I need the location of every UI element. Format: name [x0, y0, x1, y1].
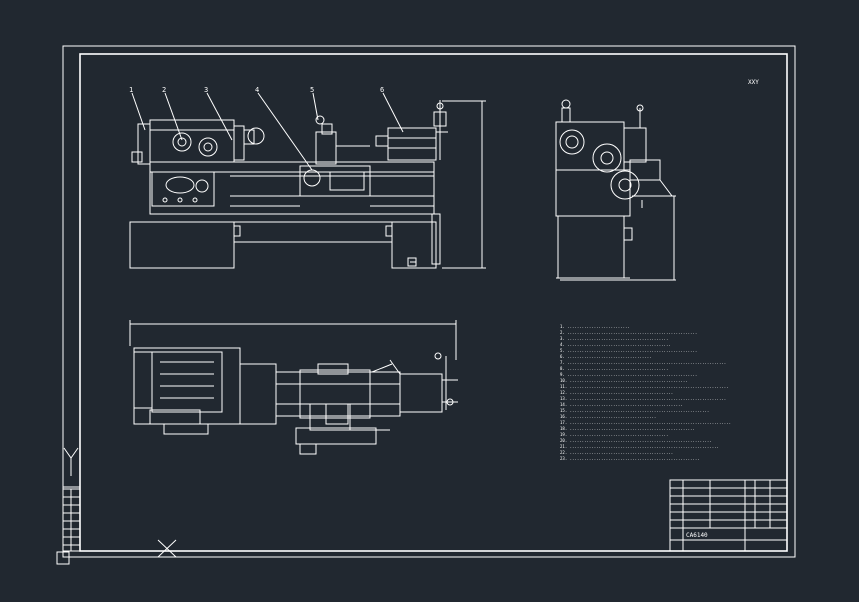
technical-note-line: 3. .....................................… [560, 336, 668, 341]
technical-note-line: 4. .....................................… [560, 342, 671, 347]
technical-note-line: 14. ....................................… [560, 402, 683, 407]
left-edge-strip [56, 447, 81, 565]
callout-5: 5 [310, 86, 314, 94]
technical-note-line: 21. ....................................… [560, 444, 719, 449]
technical-note-line: 12. ....................................… [560, 390, 673, 395]
corner-mark: XXY [748, 79, 759, 86]
technical-note-line: 2. .....................................… [560, 330, 697, 335]
technical-note-line: 11. ....................................… [560, 384, 729, 389]
callout-6: 6 [380, 86, 384, 94]
technical-note-line: 10. ....................................… [560, 378, 688, 383]
technical-notes: 1. ..........................2. ........… [560, 324, 731, 461]
technical-note-line: 5. .....................................… [560, 348, 697, 353]
technical-note-line: 13. ....................................… [560, 396, 726, 401]
callout-1: 1 [129, 86, 133, 94]
technical-note-line: 18. ....................................… [560, 426, 695, 431]
technical-note-line: 9. .....................................… [560, 372, 697, 377]
technical-note-line: 22. ....................................… [560, 450, 673, 455]
callout-leaders [131, 92, 404, 171]
technical-note-line: 6. ................................... [560, 354, 652, 359]
callout-4: 4 [255, 86, 259, 94]
sheet-outer-border [62, 45, 796, 558]
technical-note-line: 8. .....................................… [560, 366, 668, 371]
callout-3: 3 [204, 86, 208, 94]
technical-note-line: 19. ....................................… [560, 432, 668, 437]
sheet-inner-border [79, 53, 788, 552]
technical-note-line: 16. .................................... [560, 414, 656, 419]
callout-labels: 1 2 3 4 5 6 [129, 86, 384, 94]
technical-note-line: 17. ....................................… [560, 420, 731, 425]
technical-note-line: 15. ....................................… [560, 408, 709, 413]
front-view [129, 100, 486, 269]
side-view [555, 99, 676, 281]
technical-note-line: 7. .....................................… [560, 360, 726, 365]
title-block [669, 479, 788, 552]
title-block-name: CA6140 [686, 532, 708, 539]
technical-note-line: 23. ....................................… [560, 456, 700, 461]
callout-2: 2 [162, 86, 166, 94]
origin-cross-mark [157, 539, 177, 558]
top-view [129, 320, 458, 455]
technical-note-line: 20. ....................................… [560, 438, 712, 443]
technical-note-line: 1. .......................... [560, 324, 630, 329]
